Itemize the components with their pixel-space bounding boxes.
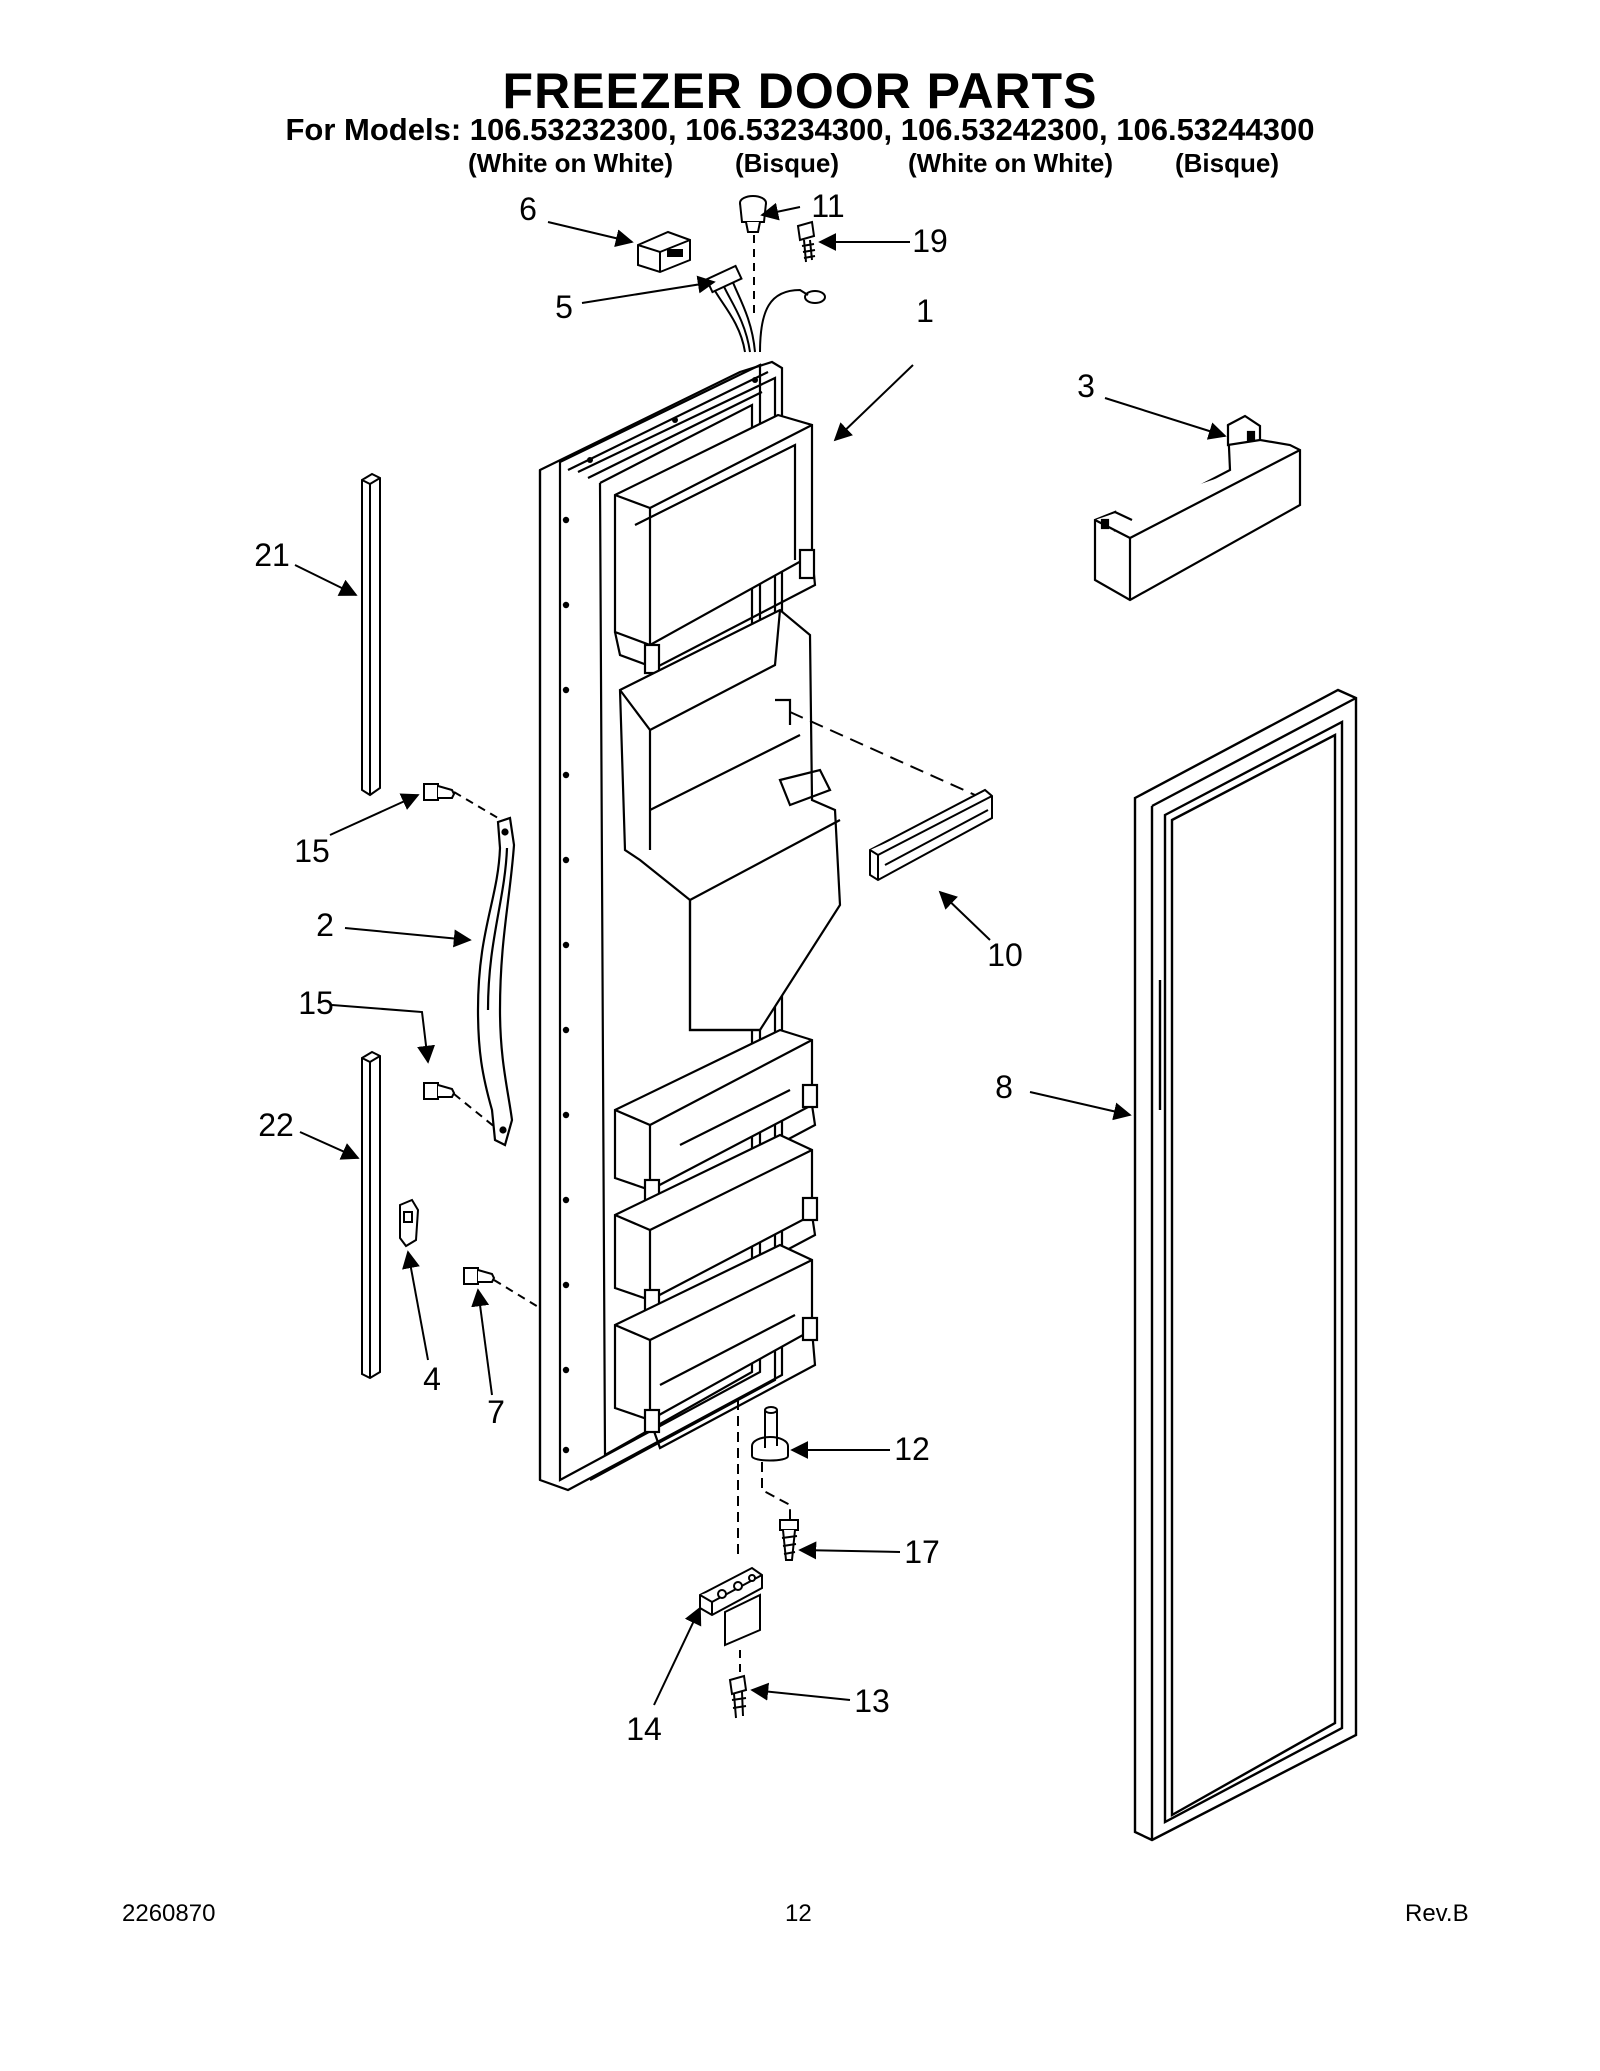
finish-label-4: (Bisque) <box>1175 148 1279 178</box>
freezer-door <box>538 360 842 1492</box>
callout-4: 4 <box>423 1361 441 1397</box>
callout-1: 1 <box>916 293 934 329</box>
callout-leaders <box>294 202 1227 1706</box>
callout-19: 19 <box>912 223 948 259</box>
callout-6: 6 <box>519 191 537 227</box>
screw-13 <box>728 1650 748 1719</box>
doc-number: 2260870 <box>122 1900 216 1927</box>
revision: Rev.B <box>1405 1900 1469 1927</box>
screw-19 <box>796 220 816 263</box>
shelf-bar <box>789 711 993 882</box>
callout-22: 22 <box>258 1107 294 1143</box>
clip-4 <box>399 1198 420 1248</box>
page-number: 12 <box>785 1900 812 1927</box>
callout-13: 13 <box>854 1683 890 1719</box>
callout-15-lower: 15 <box>298 985 334 1021</box>
switch-button <box>739 195 767 315</box>
page-title: FREEZER DOOR PARTS <box>502 63 1098 119</box>
screw-15-lower <box>423 1082 497 1129</box>
connector <box>637 230 691 274</box>
callout-8: 8 <box>995 1069 1013 1105</box>
trim-22 <box>361 1050 381 1380</box>
door-shelf <box>1093 414 1302 602</box>
finish-label-2: (Bisque) <box>735 148 839 178</box>
callout-17: 17 <box>904 1534 940 1570</box>
callout-7: 7 <box>487 1394 505 1430</box>
hinge-pin <box>751 1406 791 1540</box>
door-gasket <box>1133 688 1358 1842</box>
wire-harness <box>705 264 826 353</box>
models-line: For Models: 106.53232300, 106.53234300, … <box>285 112 1315 147</box>
callout-21: 21 <box>254 537 290 573</box>
callout-2: 2 <box>316 907 334 943</box>
callout-11: 11 <box>811 188 844 224</box>
callout-14: 14 <box>626 1711 662 1747</box>
door-handle <box>476 816 516 1147</box>
finish-label-1: (White on White) <box>468 148 674 178</box>
callout-3: 3 <box>1077 368 1095 404</box>
screw-7 <box>463 1267 541 1309</box>
screw-17 <box>779 1519 799 1561</box>
callout-15-upper: 15 <box>294 833 330 869</box>
callout-10: 10 <box>987 937 1023 973</box>
hinge <box>699 1400 763 1647</box>
screw-15-upper <box>423 783 499 819</box>
callout-12: 12 <box>894 1431 930 1467</box>
callout-5: 5 <box>555 289 573 325</box>
trim-21 <box>361 472 381 797</box>
finish-label-3: (White on White) <box>908 148 1114 178</box>
